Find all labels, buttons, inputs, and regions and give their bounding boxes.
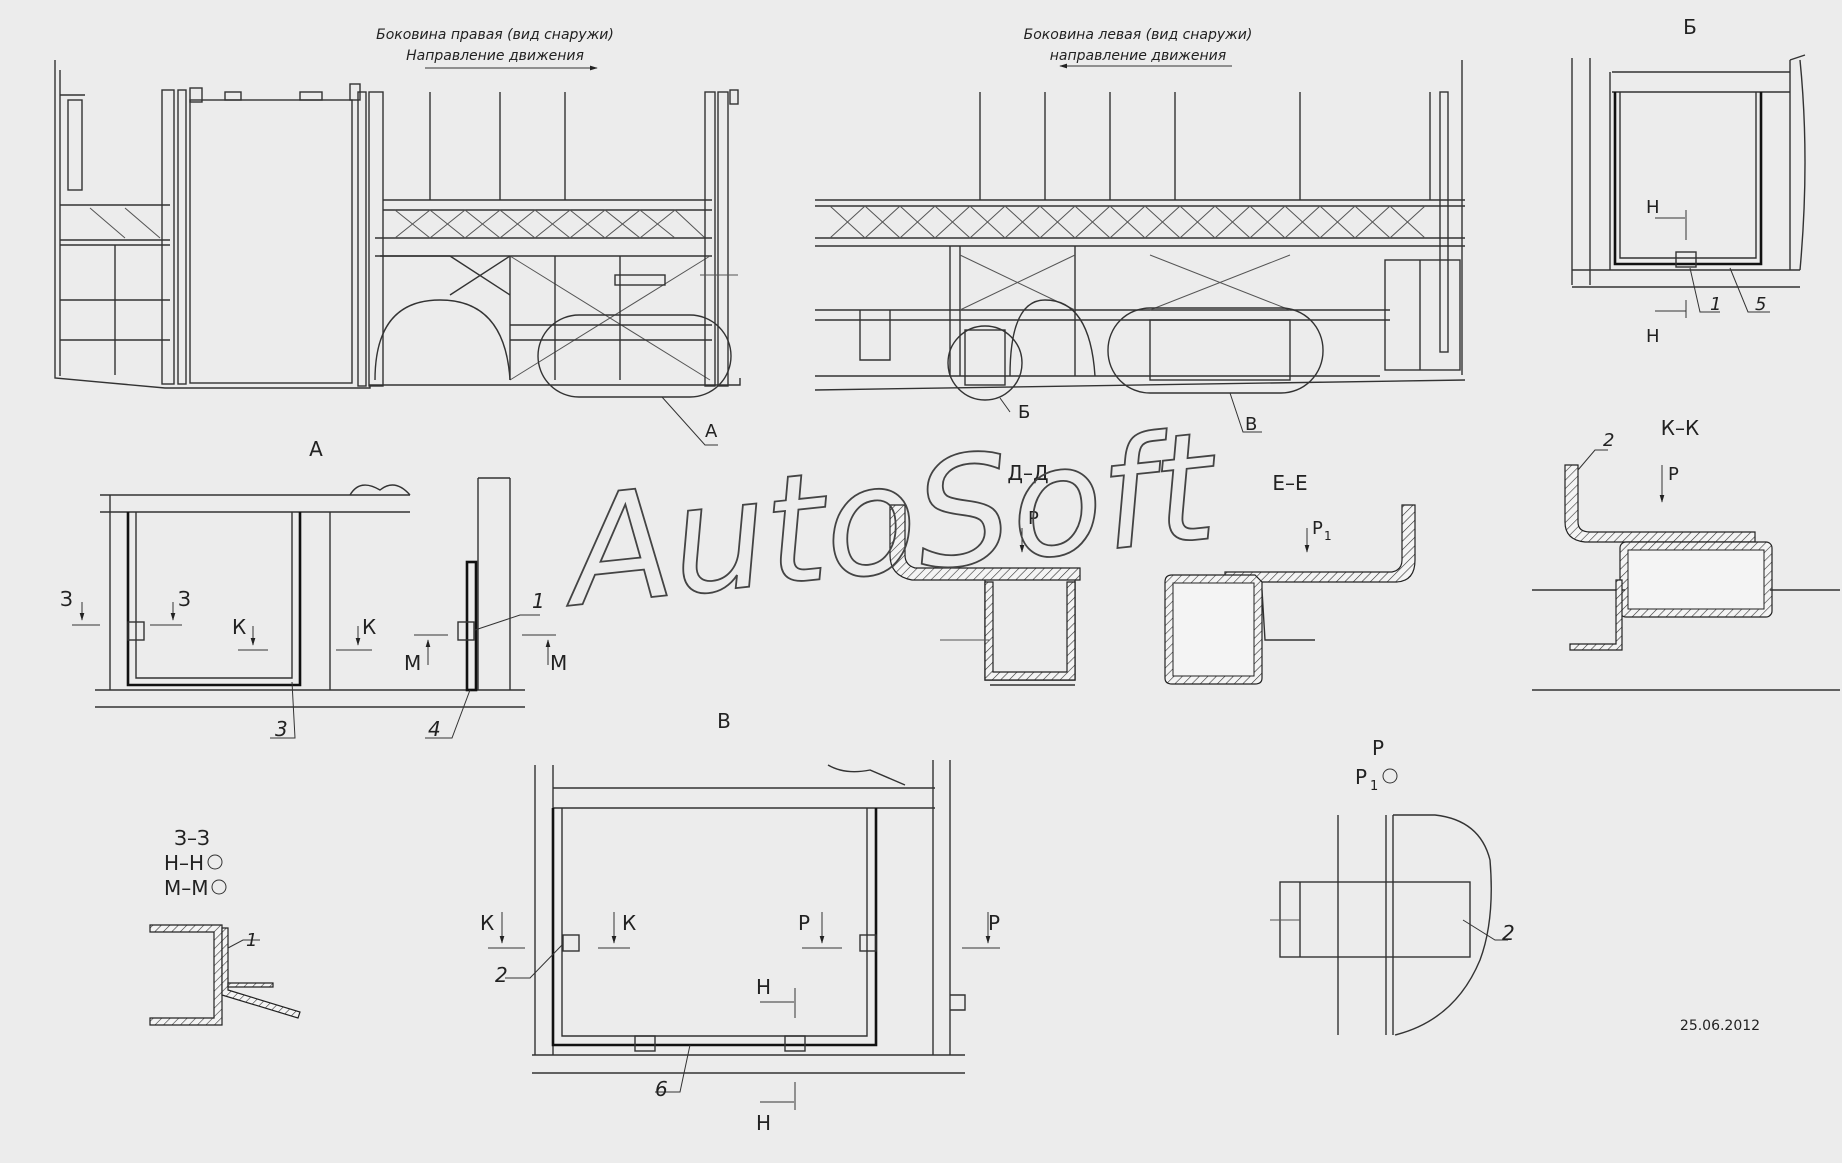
view-a-title: А — [309, 437, 323, 461]
view-a-section-z-right: З — [178, 587, 191, 611]
view-a-section-m-right: М — [550, 651, 567, 675]
view-b-section-n-top: Н — [1646, 197, 1660, 218]
left-side-direction: направление движения — [1050, 48, 1226, 64]
section-ee-title: Е–Е — [1272, 471, 1307, 495]
right-side-direction: Направление движения — [406, 48, 584, 64]
view-p-part-2: 2 — [1502, 921, 1515, 945]
callout-a: А — [705, 421, 718, 442]
view-v-section-k-left: К — [480, 911, 494, 935]
view-a-part-3: 3 — [275, 717, 288, 741]
section-hh-label: Н–Н — [164, 851, 204, 875]
callout-v: В — [1245, 414, 1257, 435]
view-p1-label: Р — [1355, 765, 1367, 789]
left-sidewall-frame — [814, 60, 1466, 391]
view-b-section-n-bottom: Н — [1646, 326, 1660, 347]
view-a-section-k-left: К — [232, 615, 246, 639]
callout-b-leader — [999, 397, 1011, 413]
right-side-title: Боковина правая (вид снаружи) — [376, 27, 614, 43]
view-b-part-1: 1 — [1710, 294, 1721, 315]
section-mm-label: М–М — [164, 876, 209, 900]
view-b-part-5: 5 — [1755, 294, 1766, 315]
view-a-section-m-left: М — [404, 651, 421, 675]
section-dd-drawing — [889, 504, 1081, 686]
view-v-section-n-top: Н — [756, 975, 771, 999]
view-v-section-p-left: Р — [798, 911, 810, 935]
section-ee-mark-p1: Р — [1312, 518, 1323, 539]
detail-circle-a — [537, 314, 732, 398]
view-v-section-k-right: К — [622, 911, 636, 935]
view-v-part-6: 6 — [655, 1077, 668, 1101]
view-p-title: Р — [1372, 736, 1384, 760]
rotated-view-icon-hh — [207, 854, 223, 870]
view-p-drawing — [1270, 814, 1508, 1036]
section-zz-drawing — [149, 924, 301, 1026]
view-v-part-2: 2 — [495, 963, 508, 987]
section-zz-title: З–З — [174, 826, 210, 850]
section-ee-mark-p1-sub: 1 — [1324, 529, 1332, 543]
view-v-section-p-right: Р — [988, 911, 1000, 935]
view-p1-sub: 1 — [1370, 779, 1378, 794]
right-sidewall-frame — [54, 60, 741, 389]
view-a-section-z-left: З — [60, 587, 73, 611]
section-kk-drawing — [1532, 449, 1840, 691]
section-ee-drawing — [1164, 504, 1416, 685]
callout-a-leader — [661, 396, 718, 446]
watermark-logo: AutoSoft — [553, 400, 1228, 642]
rotated-view-icon-mm — [211, 879, 227, 895]
left-side-title: Боковина левая (вид снаружи) — [1024, 27, 1253, 43]
view-v-title: В — [717, 709, 731, 733]
section-zz-part-1: 1 — [246, 930, 257, 951]
detail-circle-b — [947, 325, 1023, 401]
view-a-part-1: 1 — [532, 589, 545, 613]
callout-v-leader — [1229, 392, 1262, 433]
view-v-drawing — [488, 760, 1000, 1110]
detail-circle-v — [1107, 307, 1324, 394]
section-kk-title: К–К — [1661, 416, 1699, 440]
section-kk-mark-p: Р — [1668, 464, 1679, 485]
view-b-drawing — [1571, 54, 1806, 318]
callout-b: Б — [1018, 402, 1030, 423]
section-kk-part-2: 2 — [1603, 430, 1614, 451]
view-v-section-n-bottom: Н — [756, 1111, 771, 1135]
view-a-section-k-right: К — [362, 615, 376, 639]
section-dd-mark-p: Р — [1028, 508, 1039, 529]
view-a-drawing — [72, 477, 556, 739]
view-a-part-4: 4 — [428, 717, 441, 741]
section-dd-title: Д–Д — [1007, 461, 1048, 485]
rotated-view-icon-p1 — [1382, 768, 1398, 784]
date-stamp: 25.06.2012 — [1680, 1018, 1760, 1034]
view-b-title: Б — [1683, 15, 1697, 39]
